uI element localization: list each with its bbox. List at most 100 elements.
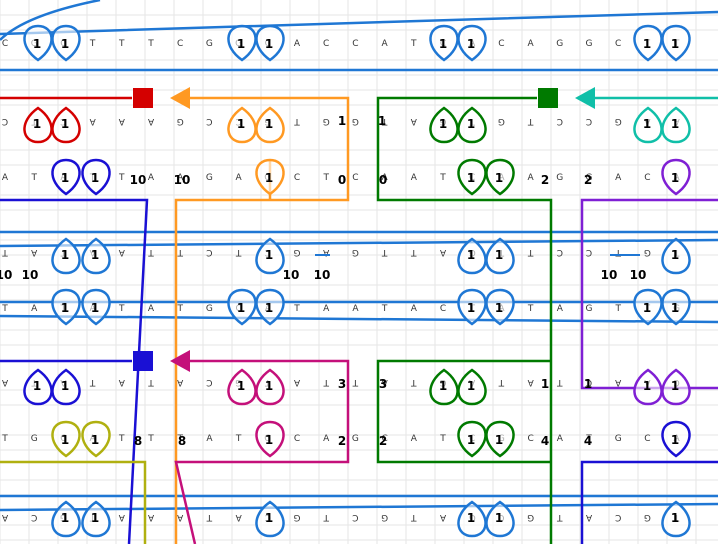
- strand-end-label: 1: [541, 377, 549, 391]
- strand-end-label: 3: [379, 377, 387, 391]
- base-letter: T: [235, 434, 242, 444]
- loop-number: 1: [643, 379, 651, 393]
- base-letter: C: [586, 377, 592, 387]
- loop-number: 1: [439, 117, 447, 131]
- loop-number: 1: [467, 379, 475, 393]
- base-letter: C: [2, 116, 8, 126]
- base-letter: T: [585, 434, 592, 444]
- helix-line: [0, 502, 718, 512]
- base-letter: T: [235, 247, 242, 257]
- base-letter: T: [118, 173, 125, 183]
- loop-number: 1: [91, 511, 99, 525]
- base-letter: G: [615, 434, 622, 444]
- base-letter: T: [527, 304, 534, 314]
- base-letter: T: [381, 116, 388, 126]
- base-letter: C: [615, 39, 621, 49]
- loop-number: 1: [61, 171, 69, 185]
- loop-marker: [51, 288, 81, 326]
- loop-marker: [661, 288, 691, 326]
- base-letter: A: [615, 173, 622, 183]
- base-letter: C: [352, 512, 358, 522]
- base-letter: C: [586, 247, 592, 257]
- base-letter: C: [615, 512, 621, 522]
- base-letter: G: [177, 116, 184, 126]
- base-letter: A: [118, 116, 125, 126]
- helix-line-top: [0, 10, 718, 36]
- loop-number: 1: [467, 433, 475, 447]
- base-letter: T: [293, 304, 300, 314]
- loop-marker: [255, 106, 285, 144]
- strand-end-label: 10: [22, 268, 39, 282]
- base-letter: C: [206, 116, 212, 126]
- base-letter: A: [585, 512, 592, 522]
- base-letter: T: [411, 377, 418, 387]
- strand-end-label: 2: [379, 434, 387, 448]
- loop-marker: [661, 24, 691, 62]
- base-letter: G: [323, 116, 330, 126]
- loop-marker: [51, 158, 81, 196]
- base-letter: T: [177, 247, 184, 257]
- base-letter: T: [557, 512, 564, 522]
- green-strand-lower: [376, 359, 551, 464]
- loop-marker: [661, 158, 691, 196]
- loop-number: 1: [671, 433, 679, 447]
- loop-marker: [227, 106, 257, 144]
- base-letter: T: [322, 173, 329, 183]
- strand-end-label: 10: [314, 268, 331, 282]
- base-letter: A: [527, 377, 534, 387]
- base-letter: A: [31, 304, 38, 314]
- base-letter: T: [381, 247, 388, 257]
- strand-end-label: 0: [379, 173, 387, 187]
- base-letter: A: [147, 512, 154, 522]
- base-letter: C: [2, 39, 8, 49]
- loop-number: 1: [61, 511, 69, 525]
- base-letter: T: [439, 434, 446, 444]
- base-letter: G: [586, 173, 593, 183]
- loop-number: 1: [61, 248, 69, 262]
- base-letter: A: [236, 173, 243, 183]
- green-strand-end: [538, 88, 558, 108]
- loop-marker: [661, 500, 691, 538]
- base-letter: T: [323, 377, 330, 387]
- base-letter: A: [176, 377, 183, 387]
- base-letter: G: [293, 247, 300, 257]
- loop-number: 1: [495, 301, 503, 315]
- loop-marker: [51, 500, 81, 538]
- base-letter: A: [614, 377, 621, 387]
- loop-number: 1: [467, 248, 475, 262]
- base-letter: A: [148, 304, 155, 314]
- loop-marker: [485, 288, 515, 326]
- strand-end-label: 3: [338, 377, 346, 391]
- base-letter: G: [586, 39, 593, 49]
- base-letter: A: [1, 512, 8, 522]
- base-letter: A: [439, 512, 446, 522]
- strand-end-label: 1: [378, 114, 386, 128]
- base-letter: T: [614, 304, 621, 314]
- base-letter: T: [410, 39, 417, 49]
- base-letter: T: [118, 304, 125, 314]
- base-letter: A: [528, 39, 535, 49]
- base-letter: C: [177, 39, 183, 49]
- loop-number: 1: [265, 301, 273, 315]
- loop-number: 1: [33, 37, 41, 51]
- navy-strand: [0, 198, 149, 545]
- loop-marker: [633, 368, 663, 406]
- loop-marker: [51, 106, 81, 144]
- base-letter: T: [411, 247, 418, 257]
- base-letter: T: [557, 377, 564, 387]
- strand-end-label: 10: [601, 268, 618, 282]
- orange-strand-arrow: [170, 87, 190, 109]
- loop-marker: [485, 237, 515, 275]
- loop-marker: [81, 420, 111, 458]
- base-letter: T: [615, 247, 622, 257]
- loop-marker: [23, 368, 53, 406]
- loop-marker: [429, 24, 459, 62]
- base-letter: T: [206, 512, 213, 522]
- loop-number: 1: [265, 379, 273, 393]
- strand-end-label: 8: [134, 434, 142, 448]
- loop-marker: [633, 24, 663, 62]
- loop-number: 1: [265, 117, 273, 131]
- strand-labels: 11101000221010101010103311882244: [0, 114, 646, 448]
- loop-number: 1: [61, 301, 69, 315]
